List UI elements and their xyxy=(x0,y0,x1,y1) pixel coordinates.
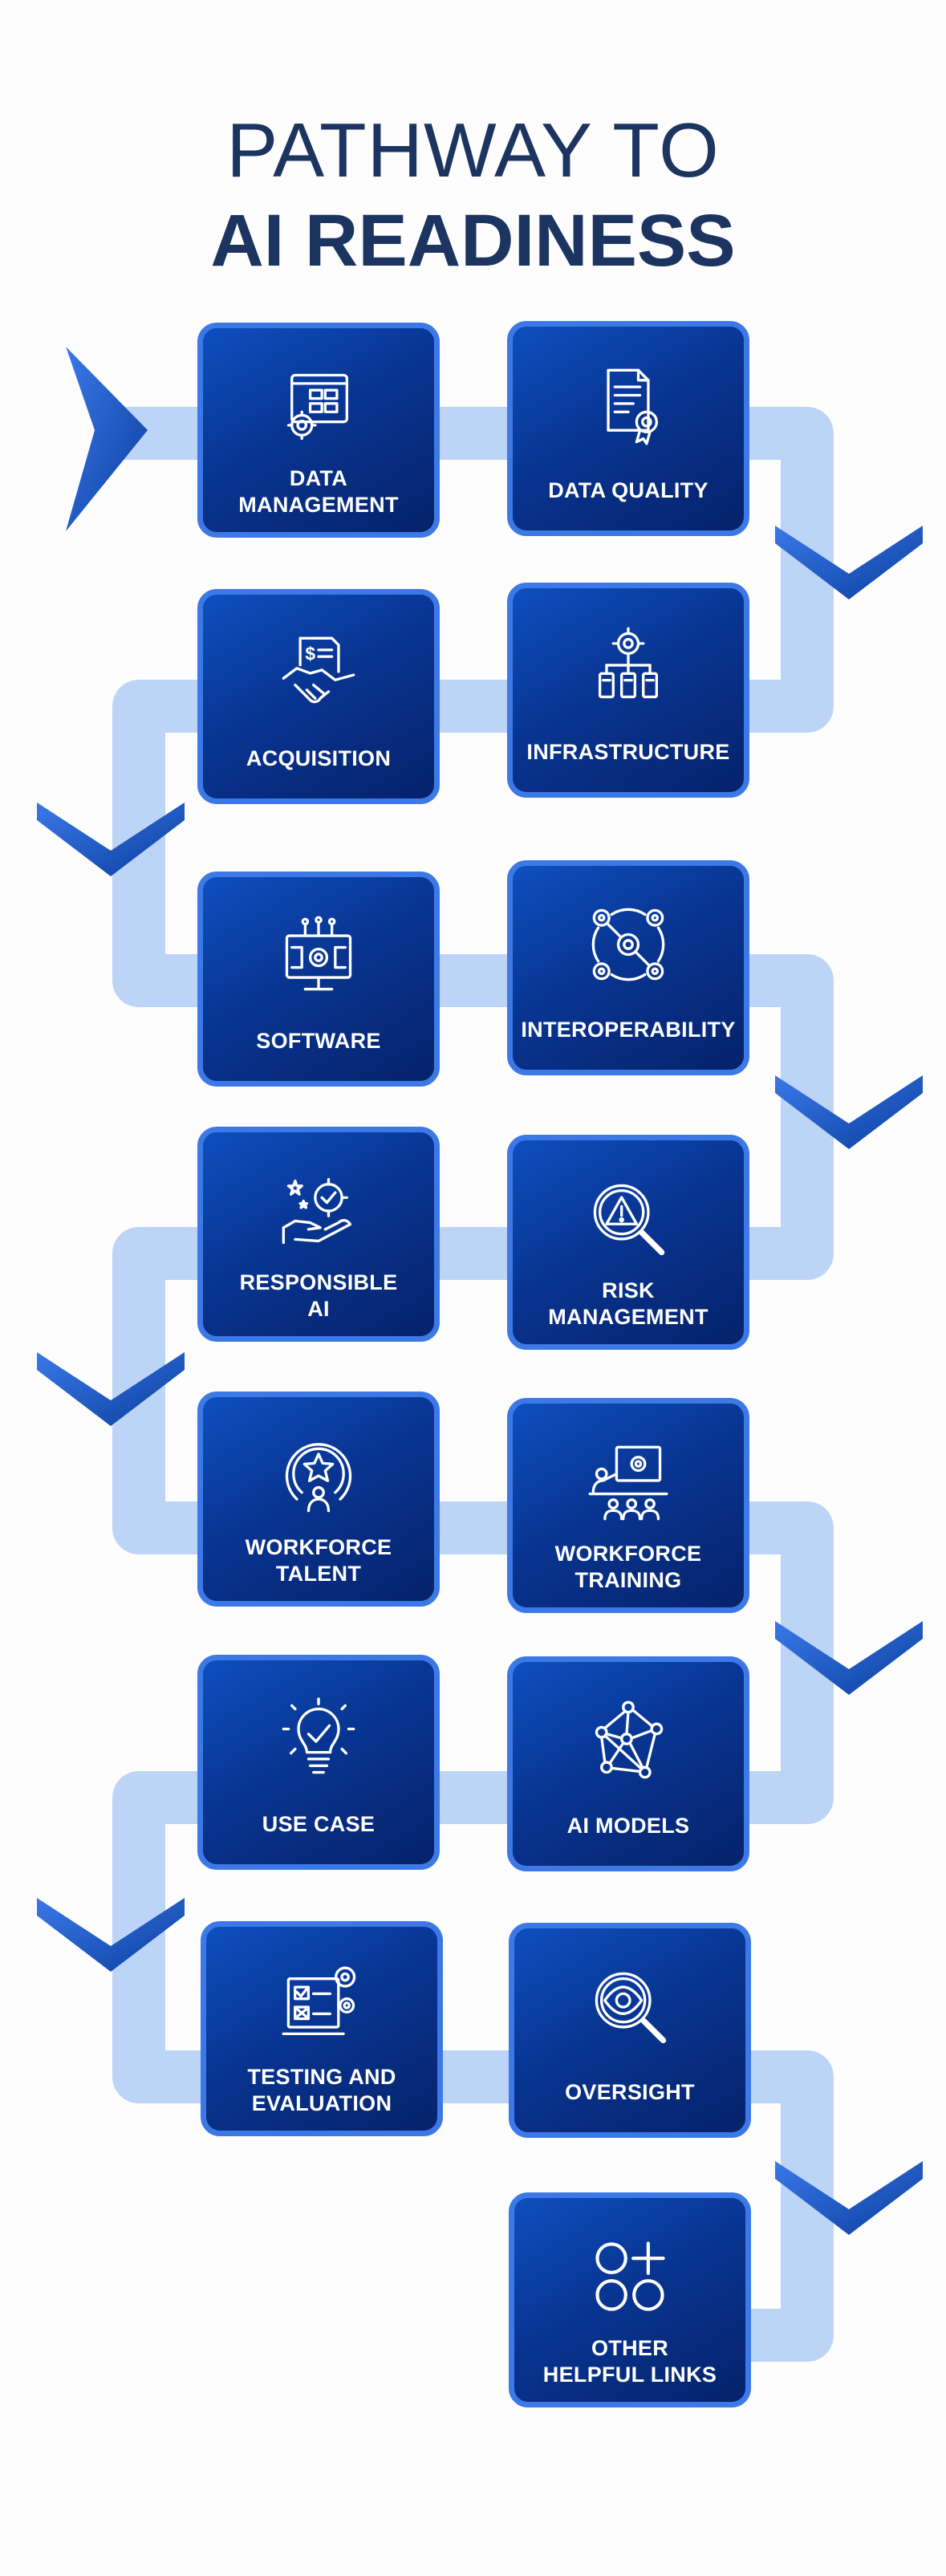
step-label: SOFTWARE xyxy=(256,1028,381,1053)
step-label: OTHER HELPFUL LINKS xyxy=(542,2336,717,2387)
chevron-down-icon xyxy=(775,1621,923,1695)
interconnected-gears-icon xyxy=(513,903,744,986)
talent-star-icon xyxy=(203,1434,434,1518)
chevron-down-icon xyxy=(37,1352,185,1426)
step-label: RISK MANAGEMENT xyxy=(548,1278,708,1329)
step-label: INTEROPERABILITY xyxy=(521,1017,736,1042)
certificate-document-icon xyxy=(513,364,744,447)
step-software[interactable]: SOFTWARE xyxy=(197,872,440,1087)
step-label: INFRASTRUCTURE xyxy=(526,739,730,764)
chevron-down-icon xyxy=(37,1898,185,1972)
step-label: TESTING AND EVALUATION xyxy=(247,2065,396,2115)
step-workforce-training[interactable]: WORKFORCE TRAINING xyxy=(507,1398,749,1613)
step-oversight[interactable]: OVERSIGHT xyxy=(509,1923,751,2138)
shapes-plus-icon xyxy=(514,2235,745,2318)
neural-network-icon xyxy=(513,1699,744,1782)
step-testing-and-evaluation[interactable]: TESTING AND EVALUATION xyxy=(201,1921,443,2136)
chevron-down-icon xyxy=(775,1075,923,1149)
step-label: RESPONSIBLE AI xyxy=(239,1270,398,1321)
handshake-contract-icon: $ xyxy=(203,632,434,715)
page-title-line2: AI READINESS xyxy=(210,200,736,282)
responsible-ai-hand-icon xyxy=(203,1169,434,1253)
step-other-helpful-links[interactable]: OTHER HELPFUL LINKS xyxy=(509,2192,751,2407)
page-title-line1: PATHWAY TO xyxy=(226,108,720,193)
step-workforce-talent[interactable]: WORKFORCE TALENT xyxy=(197,1392,440,1607)
chevron-down-icon xyxy=(775,2161,923,2235)
step-acquisition[interactable]: $ ACQUISITION xyxy=(197,589,440,804)
step-label: AI MODELS xyxy=(566,1813,690,1838)
step-label: WORKFORCE TRAINING xyxy=(554,1542,702,1592)
step-risk-management[interactable]: RISK MANAGEMENT xyxy=(507,1135,749,1350)
step-infrastructure[interactable]: INFRASTRUCTURE xyxy=(507,583,749,798)
lightbulb-check-icon xyxy=(203,1697,434,1781)
eye-magnifier-icon xyxy=(514,1965,745,2049)
step-data-quality[interactable]: DATA QUALITY xyxy=(507,321,749,536)
training-presentation-icon xyxy=(513,1440,744,1524)
step-use-case[interactable]: USE CASE xyxy=(197,1655,440,1870)
svg-text:$: $ xyxy=(305,643,315,664)
testing-checklist-icon xyxy=(206,1964,437,2047)
step-responsible-ai[interactable]: RESPONSIBLE AI xyxy=(197,1127,440,1342)
step-data-management[interactable]: DATA MANAGEMENT xyxy=(197,323,440,538)
start-arrow-icon xyxy=(66,347,148,531)
chevron-down-icon xyxy=(775,526,923,599)
chevron-down-icon xyxy=(37,802,185,876)
step-label: DATA MANAGEMENT xyxy=(238,466,399,517)
server-network-icon xyxy=(513,625,744,709)
step-ai-models[interactable]: AI MODELS xyxy=(507,1656,749,1871)
software-monitor-icon xyxy=(203,914,434,997)
step-label: WORKFORCE TALENT xyxy=(245,1535,392,1586)
step-label: ACQUISITION xyxy=(246,746,392,770)
step-label: DATA QUALITY xyxy=(548,477,708,502)
step-label: OVERSIGHT xyxy=(565,2079,695,2104)
step-interoperability[interactable]: INTEROPERABILITY xyxy=(507,860,749,1075)
risk-magnifier-icon xyxy=(513,1177,744,1261)
data-management-icon xyxy=(203,365,434,449)
step-label: USE CASE xyxy=(262,1811,376,1836)
